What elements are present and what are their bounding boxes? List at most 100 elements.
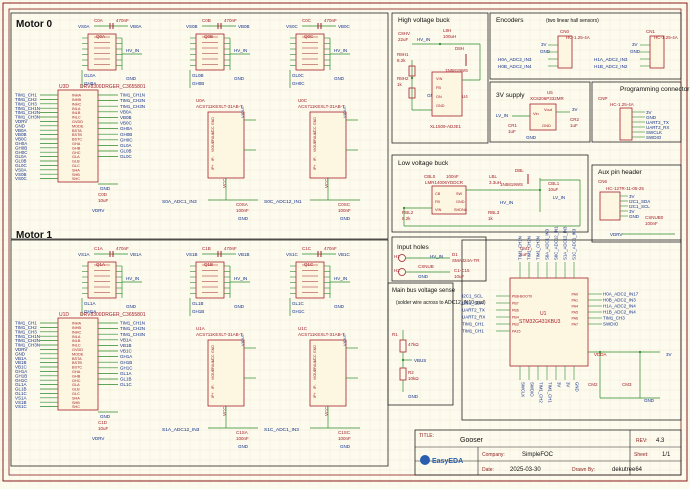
driver-right-net: GH1A <box>120 354 132 359</box>
adc-net: S1C_ADC1_IN3 <box>264 427 299 433</box>
diode-value: 1N5819WS <box>445 68 468 73</box>
hv-buck-title: High voltage buck <box>398 17 450 24</box>
mcu-pin-name: PA1 <box>571 299 578 303</box>
mcu-part: STM32G431KBU3 <box>519 319 561 325</box>
supply3v-box <box>489 81 591 143</box>
motor1-title: Motor 1 <box>16 230 53 241</box>
hv-net: HV_IN <box>430 254 443 259</box>
cap-label: CBL1 <box>548 181 560 186</box>
driver-pin-name: INLA <box>72 107 81 111</box>
chip-part: LMR14006YDDCR <box>425 180 464 185</box>
driver-left-net: GL1A <box>15 382 27 387</box>
drawn-value: dekutree64 <box>612 467 643 473</box>
gate-high-net: GH1A <box>84 309 96 314</box>
sensor-pin-name: #FAULT <box>211 129 215 143</box>
driver-right-net: GH0A <box>120 126 132 131</box>
diode-value: SMAJ24A-TR <box>452 258 480 263</box>
mcu-right-net: SWDIO <box>603 322 619 327</box>
cap-label: CR2 <box>570 117 579 122</box>
bus-note: (solder wire across to ADC12_IN10 pad) <box>396 300 486 306</box>
driver-right-net: TIM1_CH1N <box>120 321 145 326</box>
mcu-left-net: I2C1_SCL <box>462 294 483 299</box>
resistor <box>408 87 416 99</box>
sensor-part: ACS711KEXLT-31AB-T <box>196 332 243 337</box>
hv-net: HV_IN <box>417 37 430 42</box>
hv-net: HV_IN <box>500 200 513 205</box>
vbus-net: VBUS <box>414 358 426 363</box>
prog-net: SWDIO <box>646 135 662 140</box>
mcu-pin-name: PB8-BOOT0 <box>512 295 532 299</box>
input-title: Input holes <box>397 244 430 251</box>
lv-in-net: LV_IN <box>496 113 508 118</box>
cap-label: CSNUB <box>418 264 434 269</box>
cap-label: CBL0 <box>424 174 436 179</box>
motor0-title: Motor 0 <box>16 19 53 30</box>
mosfet-label: Q0B <box>204 34 213 39</box>
hv-net: HV_IN <box>334 48 347 53</box>
encoder-h1a: H1A_ADC2_IN3 <box>594 57 628 62</box>
gate-high-net: GH0C <box>292 81 305 86</box>
inductor-value: 3.3uH <box>489 180 501 185</box>
mcu-left-net: UART2_TX <box>462 308 485 313</box>
company-label: Company: <box>482 452 505 458</box>
driver-pin-name: INHA <box>72 322 82 326</box>
chip-pin: GND <box>436 104 445 108</box>
mcu-bottom-net: TIM1_CH2 <box>539 382 544 403</box>
driver-pin-name: INHB <box>72 326 82 330</box>
driver-left-net: GND <box>15 351 26 356</box>
lv-buck-chip <box>431 185 467 215</box>
prog-net: 3V <box>646 110 652 115</box>
sensor-part: ACS711KEXLT-31AB-T <box>298 332 345 337</box>
switch-node-net: VS0B <box>186 24 198 29</box>
driver-pin-name: GHC <box>72 151 81 155</box>
junction-dot <box>638 350 642 354</box>
mcu-bottom-net: 3V <box>557 382 562 387</box>
prog-net: UART2_TX <box>646 120 669 125</box>
sensor-part: ACS711KEXLT-31AB-T <box>298 104 345 109</box>
gnd-net: GND <box>340 444 351 449</box>
driver-pin-name: GHB <box>72 146 81 150</box>
cap-label: CM3 <box>622 382 632 387</box>
driver-right-net: TIM1_CH3N <box>120 104 145 109</box>
driver-left-net: VB1C <box>15 365 28 370</box>
cap-value: 100nF <box>446 174 459 179</box>
cap-value: 470nF <box>116 18 129 23</box>
rev-label: REV: <box>636 438 647 444</box>
driver-left-net: VB0C <box>15 137 28 142</box>
driver-right-net: GL1A <box>120 371 132 376</box>
driver-chip <box>57 89 99 183</box>
driver-right-net: TIM1_CH2N <box>120 326 145 331</box>
driver-left-net: TIM1_CH1 <box>15 93 37 98</box>
driver-left-net: GH0C <box>15 150 28 155</box>
sensor-ref: U1C <box>298 326 308 331</box>
mosfet-label: Q1C <box>304 262 314 267</box>
encoders-note: (two linear hall sensors) <box>546 18 599 24</box>
cap-label: C0B <box>202 18 211 23</box>
driver-pin-name: GLA <box>72 383 80 387</box>
driver-right-net: GL0B <box>120 149 132 154</box>
adc-net: S0A_ADC1_IN3 <box>162 199 197 205</box>
title-label: TITLE: <box>419 433 434 439</box>
bus-box <box>387 282 454 406</box>
resistor <box>399 339 407 353</box>
vcc-net: VCC <box>324 406 329 416</box>
company-value: SimpleFOC <box>522 452 554 458</box>
driver-left-net: GH1B <box>15 373 27 378</box>
cap-label: CSNUB0 <box>645 215 664 220</box>
cap-value: 1uF <box>570 123 578 128</box>
vdrv-net: VDRV <box>610 232 622 237</box>
gnd-net: GND <box>238 216 249 221</box>
vcc-net: VCC <box>222 406 227 416</box>
cap-label: C1A <box>94 246 103 251</box>
driver-chip <box>57 317 99 411</box>
driver-left-net: VS0B <box>15 172 27 177</box>
aux-net: 3V <box>629 194 635 199</box>
vcc-net: VCC <box>324 178 329 188</box>
sensor-pin-name: IP+ <box>211 165 215 171</box>
aux-net: I2C1_SDA <box>629 199 650 204</box>
gate-high-net: GH1C <box>292 309 305 314</box>
mosfet-package <box>195 33 225 71</box>
connector-ref: CNP <box>598 96 608 101</box>
driver-left-net: VB1B <box>15 360 27 365</box>
